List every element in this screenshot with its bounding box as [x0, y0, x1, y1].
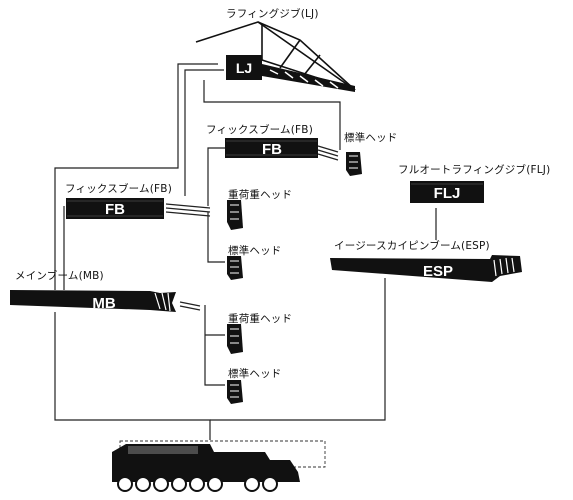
standard-head-icon-mid — [227, 256, 243, 280]
main-boom-label: メインブーム(MB) — [15, 270, 104, 282]
fixed-boom-upper-label: フィックスブーム(FB) — [206, 124, 313, 136]
fb-upper-badge: FB — [262, 141, 282, 158]
lj-block: LJ — [226, 55, 262, 80]
luffing-jib-lattice — [262, 64, 355, 92]
esp-boom: ESP — [330, 255, 522, 282]
full-auto-luffing-jib-label: フルオートラフィングジブ(FLJ) — [398, 164, 551, 176]
luffing-jib-label: ラフィングジブ(LJ) — [226, 8, 319, 20]
heavy-duty-head-icon-mid — [227, 200, 243, 230]
heavy-duty-head-mid-label: 重荷重ヘッド — [228, 189, 293, 201]
main-boom: MB — [10, 290, 176, 312]
easy-spin-boom-label: イージースカイピンブーム(ESP) — [334, 240, 490, 252]
connector-lines — [54, 63, 437, 440]
fixed-boom-left: FB — [66, 198, 164, 219]
mb-badge: MB — [92, 295, 115, 312]
luffing-jib-truss — [195, 21, 356, 91]
esp-badge: ESP — [423, 263, 453, 280]
heavy-duty-head-low-label: 重荷重ヘッド — [228, 313, 293, 325]
standard-head-upper-label: 標準ヘッド — [344, 132, 398, 144]
flj-block: FLJ — [410, 181, 484, 203]
crane-truck-icon — [112, 440, 326, 492]
standard-head-mid-label: 標準ヘッド — [228, 245, 282, 257]
heavy-duty-head-icon-low — [227, 324, 243, 354]
fixed-boom-left-label: フィックスブーム(FB) — [65, 183, 172, 195]
lj-badge: LJ — [236, 60, 252, 76]
standard-head-icon-low — [227, 380, 243, 404]
flj-badge: FLJ — [434, 185, 461, 202]
standard-head-low-label: 標準ヘッド — [228, 368, 282, 380]
fixed-boom-upper: FB — [225, 138, 318, 158]
standard-head-icon-upper — [346, 152, 362, 176]
fb-left-badge: FB — [105, 201, 125, 218]
